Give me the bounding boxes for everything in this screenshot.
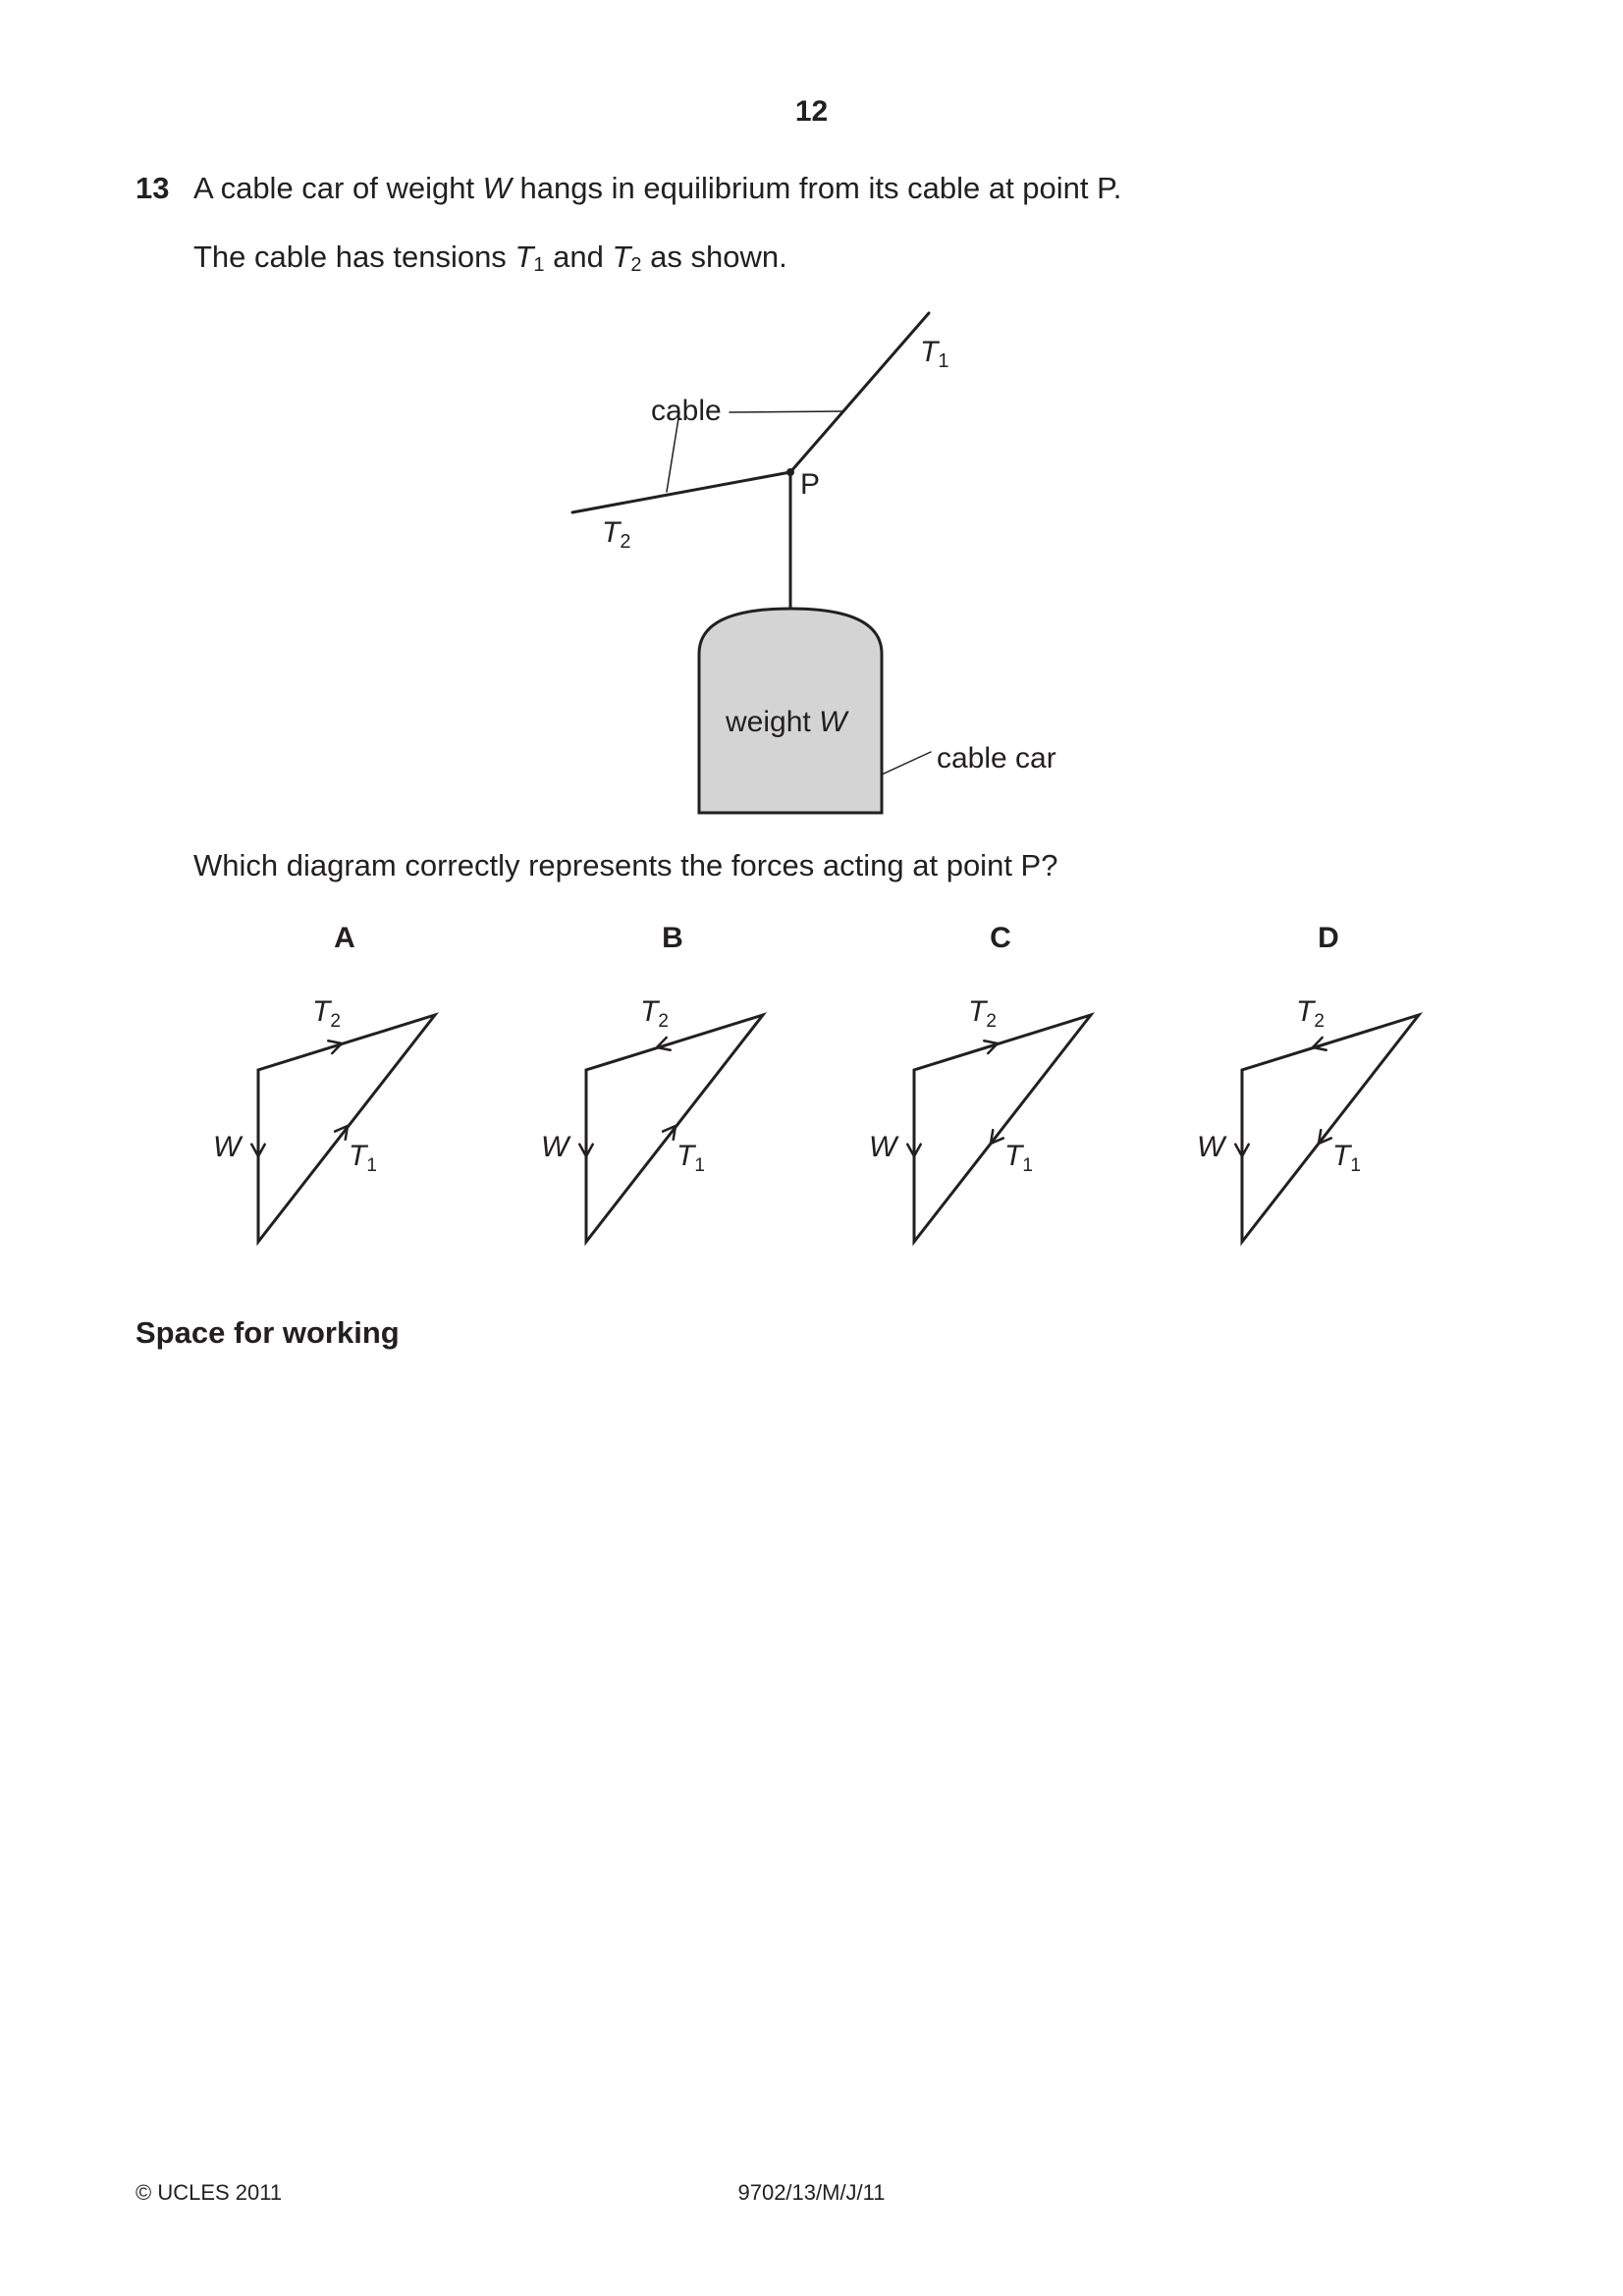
point-label: P <box>800 468 820 501</box>
option-letter: B <box>662 922 683 954</box>
weight-label: weight <box>725 706 819 738</box>
tension-variable: T <box>612 240 631 274</box>
question-text: hangs in equilibrium from its cable at p… <box>511 171 1122 205</box>
cable-car-label: cable car <box>937 742 1056 774</box>
svg-text:T1: T1 <box>920 336 948 372</box>
t2-label: T2 <box>1296 995 1325 1032</box>
weight-label: W <box>1197 1131 1227 1163</box>
option-letter: D <box>1318 922 1339 954</box>
t2-label: T2 <box>968 995 997 1032</box>
question-text: A cable car of weight <box>193 171 483 205</box>
t1-label: T1 <box>676 1140 705 1176</box>
subscript: 1 <box>533 254 545 276</box>
vector-triangle <box>912 1012 1096 1247</box>
cable-car-body <box>697 607 884 815</box>
tension-variable: T <box>514 240 534 274</box>
t1-label: T1 <box>1332 1140 1361 1176</box>
weight-variable: W <box>482 171 512 205</box>
options-diagram: A T2W T1 B T2W T1 C T2W T1 D T2W T1 <box>213 922 1424 1247</box>
cable-leader <box>666 411 680 493</box>
footer-paper-code: 9702/13/M/J/11 <box>737 2180 886 2205</box>
question-number: 13 <box>135 171 170 205</box>
t1-label: T1 <box>349 1140 377 1176</box>
weight-label: W <box>541 1131 571 1163</box>
t2-label: T2 <box>640 995 669 1032</box>
question-text: The cable has tensions <box>193 240 515 274</box>
cable-leader <box>729 410 845 413</box>
question-text: as shown. <box>641 240 787 274</box>
svg-text:weight W: weight W <box>725 706 849 738</box>
t2-label: T2 <box>312 995 341 1032</box>
space-for-working-label: Space for working <box>135 1315 400 1350</box>
page-number: 12 <box>794 95 829 128</box>
subscript: 2 <box>620 531 630 553</box>
question-prompt: Which diagram correctly represents the f… <box>193 848 1058 882</box>
cable-right <box>788 311 931 474</box>
cable-left <box>570 470 792 514</box>
t2-label: T <box>602 516 622 549</box>
subscript: 2 <box>630 254 642 276</box>
question-line-2: The cable has tensions T1 and T2 as show… <box>193 240 787 277</box>
question-line-1: A cable car of weight W hangs in equilib… <box>193 171 1121 206</box>
weight-variable: W <box>819 706 849 738</box>
option-letter: C <box>990 922 1011 954</box>
option-d: D T2W T1 <box>1197 922 1424 1247</box>
cable-car-diagram: T1 cable P T2 weight W cable car <box>570 311 1056 815</box>
t1-label: T <box>920 336 941 368</box>
option-a: A T2W T1 <box>213 922 440 1247</box>
option-b: B T2W T1 <box>541 922 768 1247</box>
weight-label: W <box>869 1131 899 1163</box>
question-text: and <box>544 240 613 274</box>
t1-label: T1 <box>1004 1140 1033 1176</box>
subscript: 1 <box>938 350 948 372</box>
option-c: C T2W T1 <box>869 922 1096 1247</box>
svg-text:T2: T2 <box>602 516 630 553</box>
weight-label: W <box>213 1131 243 1163</box>
point-p <box>786 468 794 476</box>
vector-triangle <box>1240 1012 1424 1247</box>
option-letter: A <box>334 922 355 954</box>
cable-label: cable <box>651 395 722 427</box>
footer-copyright: © UCLES 2011 <box>135 2180 283 2205</box>
